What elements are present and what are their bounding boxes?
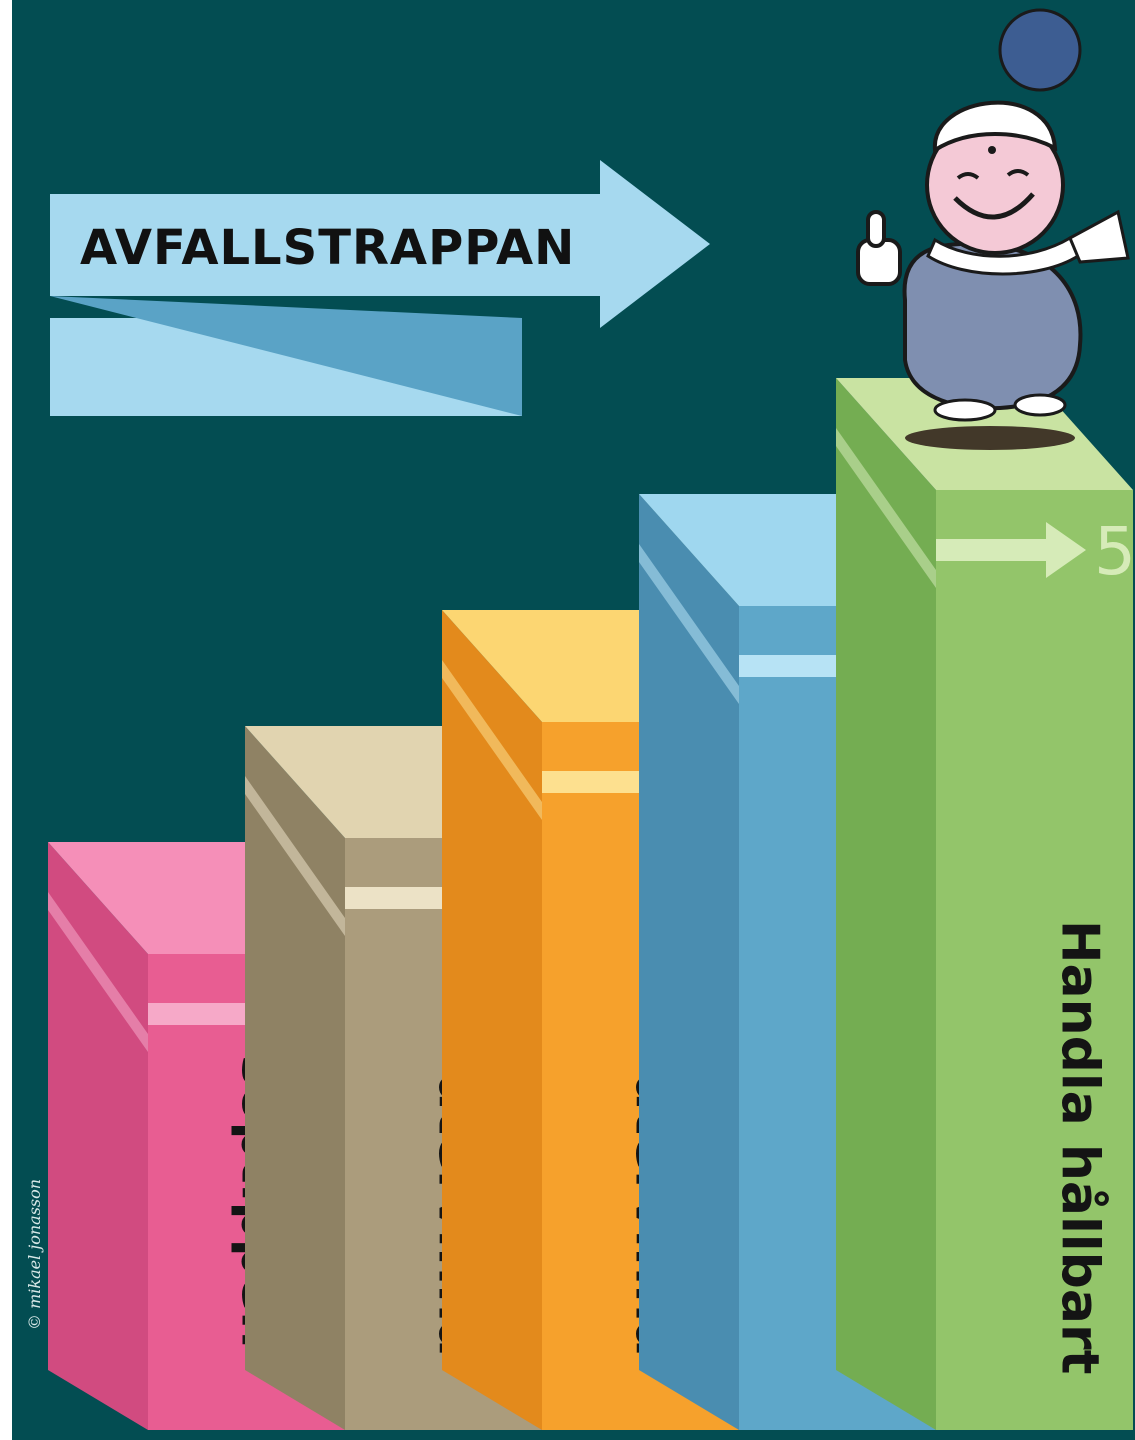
step-side-face (48, 842, 148, 1430)
mascot-thumb (866, 210, 886, 248)
mascot-scarf-end (1068, 209, 1130, 264)
mascot-forehead-dot (988, 146, 996, 154)
step-side-stripe (48, 892, 148, 1052)
step-side-stripe (442, 660, 542, 820)
step-front-face (936, 490, 1133, 1430)
mascot-eye-right (1006, 169, 1030, 177)
step-side-stripe (639, 544, 739, 704)
staircase: 1Slänga påsoptippen2Energi-återvinna3Mat… (48, 378, 1135, 1430)
step-side-stripe (245, 776, 345, 936)
mascot-foot-left (933, 398, 997, 422)
step-side-face (442, 610, 542, 1430)
step-side-face (639, 494, 739, 1430)
step-side-face (245, 726, 345, 1430)
mascot-hat-pompom (998, 8, 1082, 92)
step-label-line-1: Handla hållbart (1050, 920, 1110, 1374)
step-side-stripe (836, 428, 936, 588)
mascot-foot-right (1013, 393, 1067, 417)
title-banner: AVFALLSTRAPPAN (50, 160, 710, 416)
step-number: 5 (1094, 513, 1135, 590)
mascot-shadow (905, 426, 1075, 450)
artist-credit: © mikael jonasson (25, 1179, 44, 1330)
mascot-smile (953, 192, 1035, 220)
right-arrow-icon (936, 522, 1086, 578)
mascot-hat (932, 100, 1058, 154)
right-arrow-icon (50, 160, 710, 328)
mascot-eye-left (956, 172, 980, 180)
page-title: AVFALLSTRAPPAN (80, 220, 575, 276)
step-side-face (836, 378, 936, 1430)
banner-ribbon-shadow (50, 296, 522, 416)
thumbs-up-character-icon (856, 8, 1130, 450)
